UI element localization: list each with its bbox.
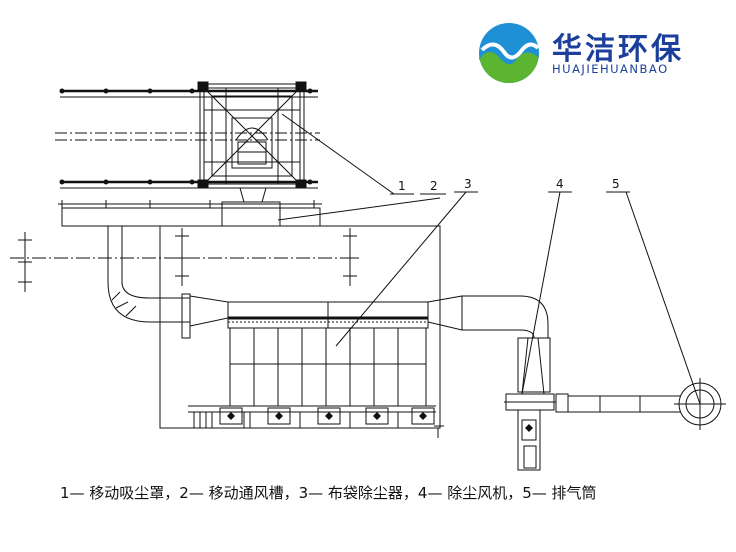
callout-4: 4 [556, 177, 564, 191]
rails [55, 88, 320, 189]
inlet-duct [107, 226, 229, 339]
callout-3: 3 [464, 177, 472, 191]
bag-filter [159, 225, 444, 438]
callout-leaders [277, 113, 701, 405]
callout-1: 1 [398, 179, 406, 193]
brand-mark-icon [479, 23, 540, 83]
legend-caption: 1— 移动吸尘罩，2— 移动通风槽，3— 布袋除尘器，4— 除尘风机，5— 排气… [60, 484, 597, 502]
dust-fan [504, 393, 556, 471]
moving-dust-hood [197, 81, 307, 203]
brand-name-en: HUAJIEHUANBAO [552, 62, 669, 76]
brand-logo: 华洁环保 HUAJIEHUANBAO [476, 20, 726, 90]
callout-numbers: 1 2 3 4 5 [398, 177, 620, 193]
exhaust-stack [555, 378, 726, 430]
left-dimension-marks [10, 228, 360, 292]
brand-name-cn: 华洁环保 [552, 32, 684, 67]
outlet-duct [427, 295, 551, 395]
callout-2: 2 [430, 179, 438, 193]
callout-5: 5 [612, 177, 620, 191]
moving-ventilation-channel [58, 200, 322, 227]
